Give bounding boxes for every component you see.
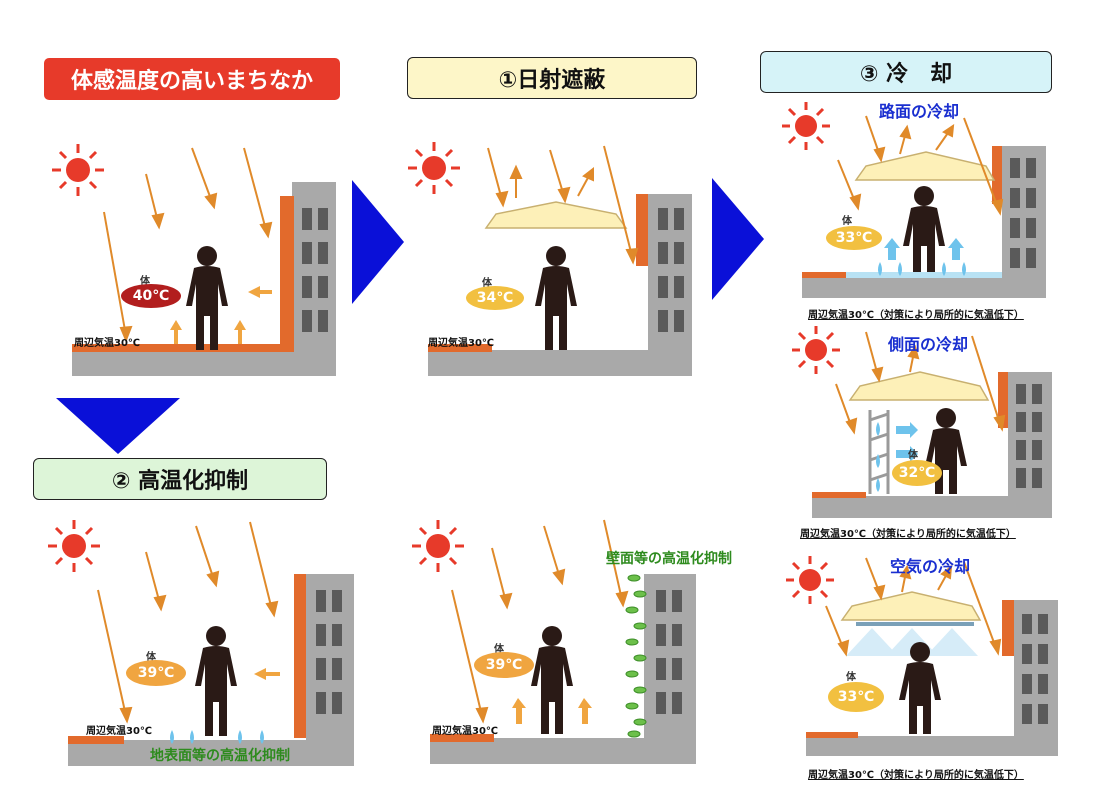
- side-cooling-title: 側面の冷却: [888, 335, 969, 354]
- sun-icon: [52, 144, 104, 196]
- air-cooling-title: 空気の冷却: [890, 557, 971, 576]
- sun-icon: [792, 326, 840, 374]
- person-icon: [186, 246, 228, 350]
- temperature-bubble: 33℃: [828, 682, 884, 712]
- arrow-right-2-icon: [712, 178, 764, 300]
- ambient-temp-label: 周辺気温30℃（対策により局所的に気温低下）: [808, 770, 1024, 781]
- ambient-temp-label: 周辺気温30℃: [428, 338, 495, 349]
- ground-suppression-caption: 地表面等の高温化抑制: [150, 748, 290, 764]
- temperature-bubble: 39℃: [126, 660, 186, 686]
- ambient-temp-label: 周辺気温30℃: [432, 726, 499, 737]
- sun-icon: [48, 520, 100, 572]
- person-icon: [531, 626, 573, 734]
- ambient-temp-label: 周辺気温30℃（対策により局所的に気温低下）: [800, 529, 1016, 540]
- title-cooling: ③ 冷 却: [760, 51, 1052, 93]
- ambient-temp-label: 周辺気温30℃: [74, 338, 141, 349]
- ambient-temp-label: 周辺気温30℃: [86, 726, 153, 737]
- title-heat-suppression: ② 高温化抑制: [33, 458, 327, 500]
- person-icon: [899, 642, 941, 734]
- temperature-bubble: 40℃: [121, 284, 181, 308]
- person-icon: [535, 246, 577, 350]
- temperature-bubble: 34℃: [466, 286, 524, 310]
- temperature-bubble: 39℃: [474, 652, 534, 678]
- road-cooling-title: 路面の冷却: [879, 102, 960, 121]
- sun-icon: [412, 520, 464, 572]
- sun-icon: [408, 142, 460, 194]
- temperature-bubble: 33℃: [826, 226, 882, 250]
- arrow-right-1-icon: [352, 180, 404, 304]
- wall-suppression-caption: 壁面等の高温化抑制: [606, 551, 732, 567]
- person-icon: [195, 626, 237, 736]
- arrow-down-icon: [56, 398, 180, 454]
- person-icon: [903, 186, 945, 272]
- ambient-temp-label: 周辺気温30℃（対策により局所的に気温低下）: [808, 310, 1024, 321]
- title-solar-shading: ①日射遮蔽: [407, 57, 697, 99]
- sun-icon: [782, 102, 830, 150]
- title-hot-city: 体感温度の高いまちなか: [44, 58, 340, 100]
- sun-icon: [786, 556, 834, 604]
- temperature-bubble: 32℃: [892, 460, 942, 486]
